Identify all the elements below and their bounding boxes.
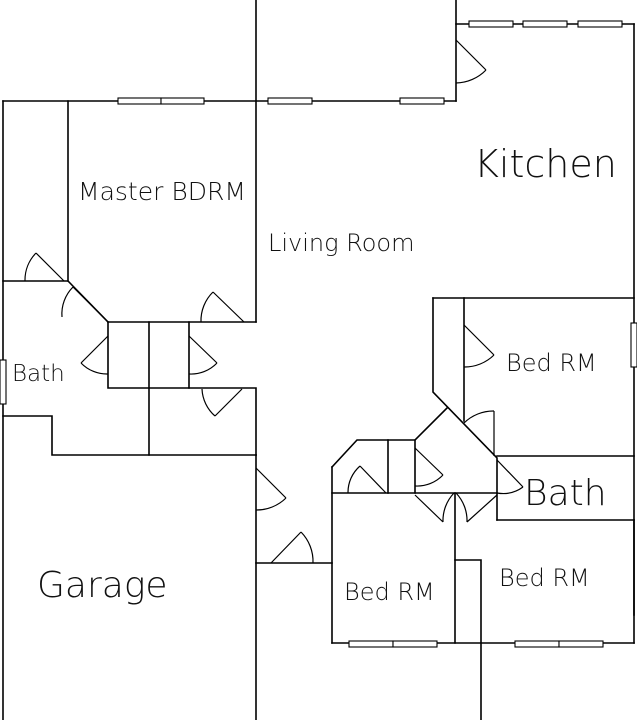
- label-bath-left: Bath: [12, 361, 65, 387]
- window: [522, 20, 568, 28]
- angled-hall-wall: [413, 406, 449, 442]
- doors: [24, 39, 524, 564]
- label-bath-right: Bath: [524, 473, 607, 514]
- bath-left-bottom-wall: [2, 415, 257, 456]
- door-swing: [24, 252, 65, 282]
- window: [468, 20, 514, 28]
- label-garage: Garage: [37, 565, 168, 606]
- window: [160, 97, 205, 105]
- window: [117, 97, 162, 105]
- label-bedroom-lower-right: Bed RM: [499, 564, 590, 592]
- door-swing: [414, 492, 455, 523]
- door-swing: [347, 465, 387, 494]
- door-swing: [455, 492, 498, 523]
- door-swing: [61, 286, 105, 319]
- bed-lower-right-closet-wall: [454, 559, 482, 720]
- room-labels: Kitchen Master BDRM Living Room Bath Bed…: [12, 142, 617, 606]
- hall-closet-wall: [188, 387, 257, 456]
- label-living-room: Living Room: [268, 229, 415, 257]
- label-kitchen: Kitchen: [474, 142, 617, 186]
- window: [348, 640, 394, 648]
- door-swing: [270, 531, 314, 564]
- door-swing: [463, 324, 495, 368]
- door-swing: [496, 459, 524, 495]
- master-closet-wall: [2, 280, 110, 324]
- label-bedroom-lower-left: Bed RM: [344, 578, 435, 606]
- door-swing: [188, 335, 218, 375]
- door-swing: [455, 39, 487, 84]
- windows: [0, 20, 637, 648]
- window: [558, 640, 604, 648]
- window: [399, 97, 445, 105]
- bed-upper-closet-wall: [432, 297, 498, 521]
- door-swing: [414, 447, 444, 487]
- window: [577, 20, 623, 28]
- small-closet-top: [330, 439, 416, 494]
- window: [514, 640, 560, 648]
- door-swing: [201, 388, 243, 417]
- window: [267, 97, 313, 105]
- label-bedroom-upper-right: Bed RM: [506, 349, 597, 377]
- door-swing: [80, 335, 109, 375]
- door-swing: [255, 467, 287, 511]
- window: [392, 640, 438, 648]
- door-swing: [463, 410, 495, 456]
- window: [0, 359, 7, 405]
- door-swing: [200, 291, 245, 323]
- label-master-bedroom: Master BDRM: [78, 177, 246, 206]
- window: [630, 322, 637, 368]
